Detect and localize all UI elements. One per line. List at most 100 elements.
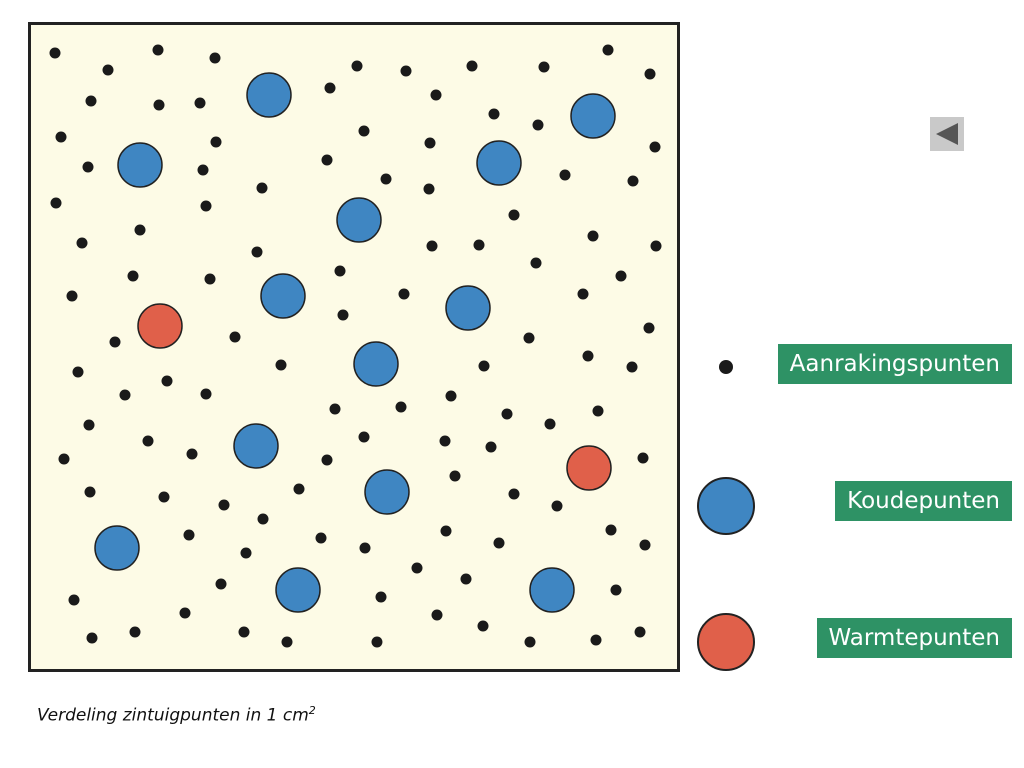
cold-point xyxy=(246,72,292,118)
cold-point xyxy=(233,423,279,469)
touch-point xyxy=(72,366,84,378)
touch-point xyxy=(449,470,461,482)
touch-point xyxy=(508,488,520,500)
touch-point xyxy=(275,359,287,371)
touch-point xyxy=(82,161,94,173)
legend-touch-label: Aanrakingspunten xyxy=(777,344,1012,384)
touch-point xyxy=(161,375,173,387)
warm-point xyxy=(137,303,183,349)
touch-point xyxy=(602,44,614,56)
cold-point xyxy=(336,197,382,243)
touch-point xyxy=(650,240,662,252)
touch-point xyxy=(460,573,472,585)
touch-point xyxy=(398,288,410,300)
touch-point xyxy=(109,336,121,348)
touch-point xyxy=(256,182,268,194)
touch-point xyxy=(85,95,97,107)
touch-point xyxy=(315,532,327,544)
legend-touch-symbol xyxy=(719,360,733,374)
touch-point xyxy=(68,594,80,606)
touch-point xyxy=(643,322,655,334)
touch-point xyxy=(238,626,250,638)
touch-point xyxy=(229,331,241,343)
touch-point xyxy=(152,44,164,56)
touch-point xyxy=(485,441,497,453)
touch-point xyxy=(251,246,263,258)
touch-point xyxy=(411,562,423,574)
touch-point xyxy=(634,626,646,638)
touch-point xyxy=(337,309,349,321)
cold-point xyxy=(529,567,575,613)
triangle-left-icon xyxy=(936,123,958,145)
touch-point xyxy=(530,257,542,269)
touch-point xyxy=(626,361,638,373)
touch-point xyxy=(186,448,198,460)
touch-point xyxy=(119,389,131,401)
touch-point xyxy=(127,270,139,282)
touch-point xyxy=(426,240,438,252)
touch-point xyxy=(200,200,212,212)
touch-point xyxy=(431,609,443,621)
touch-point xyxy=(508,209,520,221)
touch-point xyxy=(639,539,651,551)
touch-point xyxy=(142,435,154,447)
touch-point xyxy=(477,620,489,632)
touch-point xyxy=(50,197,62,209)
touch-point xyxy=(183,529,195,541)
touch-point xyxy=(358,431,370,443)
touch-point xyxy=(523,332,535,344)
touch-point xyxy=(153,99,165,111)
warm-point xyxy=(566,445,612,491)
touch-point xyxy=(587,230,599,242)
touch-point xyxy=(240,547,252,559)
touch-point xyxy=(538,61,550,73)
touch-point xyxy=(590,634,602,646)
touch-point xyxy=(324,82,336,94)
touch-point xyxy=(321,454,333,466)
touch-point xyxy=(375,591,387,603)
touch-point xyxy=(179,607,191,619)
touch-point xyxy=(102,64,114,76)
touch-point xyxy=(493,537,505,549)
touch-point xyxy=(218,499,230,511)
touch-point xyxy=(209,52,221,64)
touch-point xyxy=(359,542,371,554)
cold-point xyxy=(364,469,410,515)
touch-point xyxy=(58,453,70,465)
touch-point xyxy=(204,273,216,285)
touch-point xyxy=(423,183,435,195)
touch-point xyxy=(488,108,500,120)
cold-point xyxy=(570,93,616,139)
touch-point xyxy=(200,388,212,400)
touch-point xyxy=(424,137,436,149)
cold-point xyxy=(353,341,399,387)
touch-point xyxy=(197,164,209,176)
touch-point xyxy=(281,636,293,648)
touch-point xyxy=(649,141,661,153)
cold-point xyxy=(476,140,522,186)
touch-point xyxy=(524,636,536,648)
touch-point xyxy=(257,513,269,525)
touch-point xyxy=(473,239,485,251)
touch-point xyxy=(358,125,370,137)
touch-point xyxy=(84,486,96,498)
cold-point xyxy=(94,525,140,571)
legend-cold-label: Koudepunten xyxy=(835,481,1012,521)
touch-point xyxy=(610,584,622,596)
touch-point xyxy=(334,265,346,277)
touch-point xyxy=(134,224,146,236)
touch-point xyxy=(559,169,571,181)
touch-point xyxy=(395,401,407,413)
touch-point xyxy=(55,131,67,143)
touch-point xyxy=(194,97,206,109)
touch-point xyxy=(605,524,617,536)
touch-point xyxy=(466,60,478,72)
touch-point xyxy=(49,47,61,59)
touch-point xyxy=(129,626,141,638)
touch-point xyxy=(501,408,513,420)
touch-point xyxy=(445,390,457,402)
touch-point xyxy=(582,350,594,362)
touch-point xyxy=(400,65,412,77)
caption-text: Verdeling zintuigpunten in 1 cm xyxy=(37,705,309,726)
back-button[interactable] xyxy=(930,117,964,151)
